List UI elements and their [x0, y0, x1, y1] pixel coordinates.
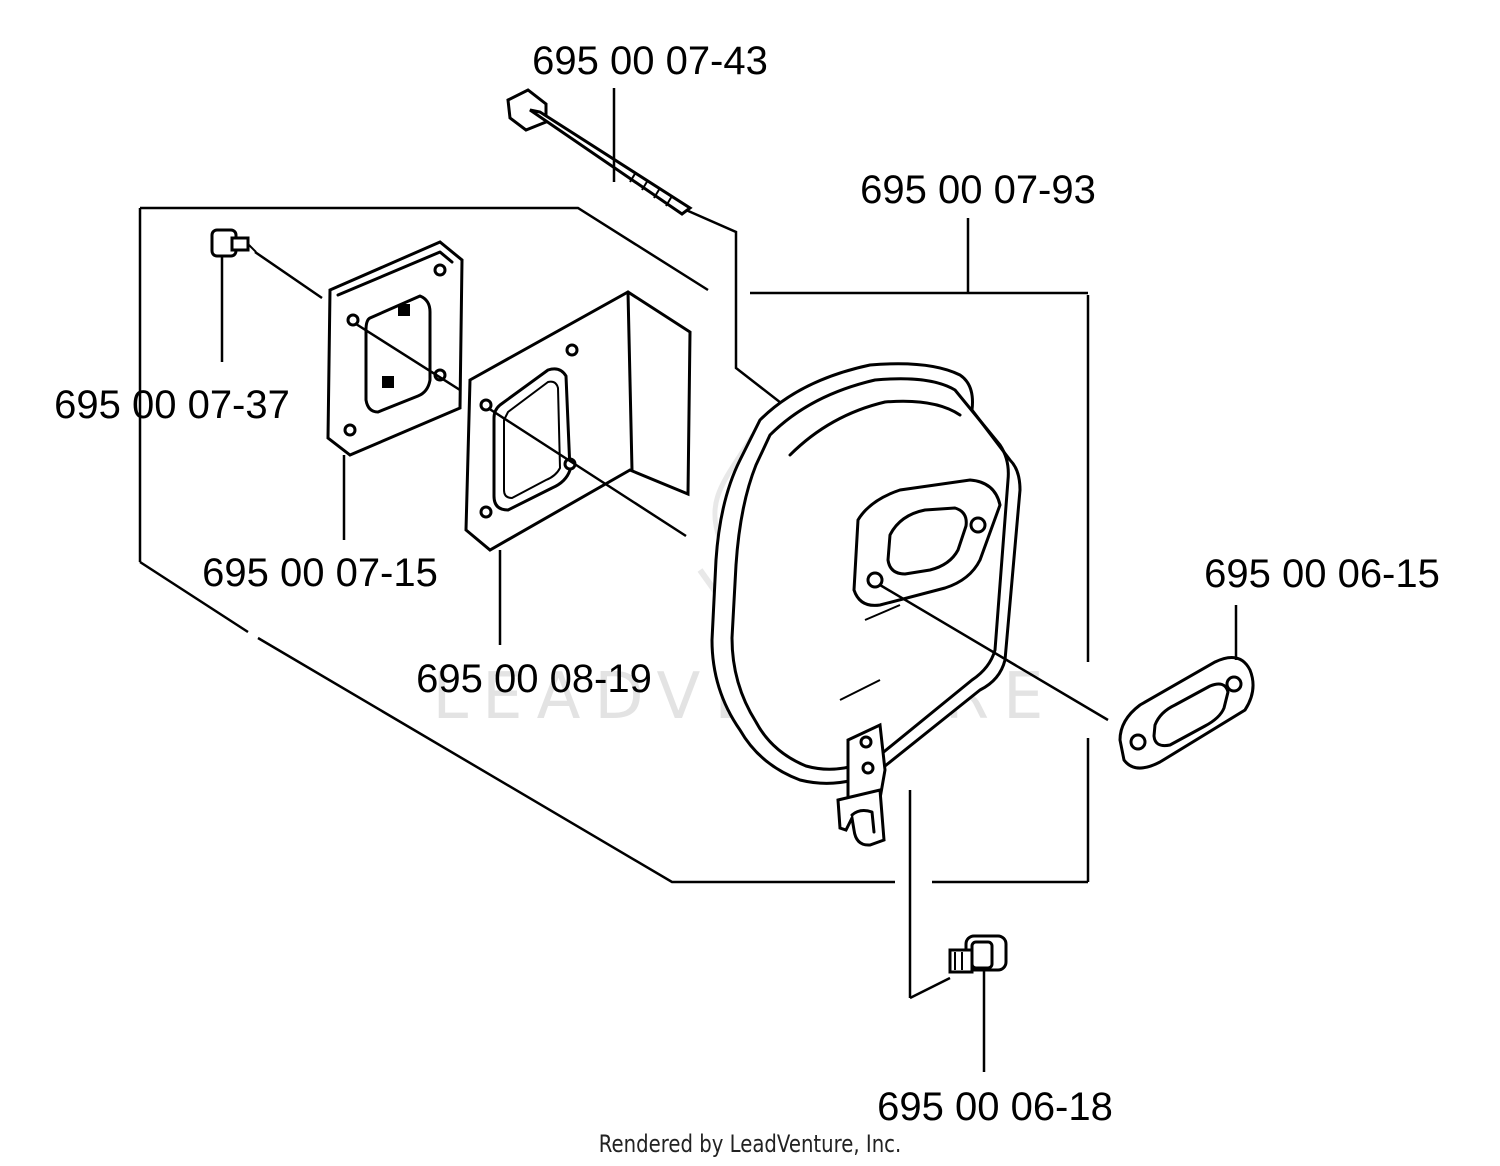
exhaust-flange-plate: [326, 240, 464, 457]
part-label-6: 695 00 08-19: [416, 657, 652, 701]
part-label-4: 695 00 07-15: [202, 551, 438, 595]
bottom-screw: [908, 790, 1008, 1000]
callout-leaders: [220, 88, 1238, 1072]
part-label-1: 695 00 07-43: [532, 39, 768, 83]
heat-shield: [464, 290, 692, 552]
footer-credit: Rendered by LeadVenture, Inc.: [598, 1130, 902, 1158]
part-label-7: 695 00 06-18: [877, 1085, 1113, 1129]
assembly-frame: [138, 206, 1090, 884]
muffler: [710, 362, 1109, 847]
part-labels: 695 00 07-43 695 00 07-93 695 00 07-37 6…: [54, 39, 1440, 1129]
long-bolt: [506, 88, 791, 411]
part-label-5: 695 00 06-15: [1204, 552, 1440, 596]
part-label-3: 695 00 07-37: [54, 383, 290, 427]
part-label-2: 695 00 07-93: [860, 168, 1096, 212]
outlet-gasket: [1118, 656, 1255, 770]
small-screw: [210, 228, 323, 300]
